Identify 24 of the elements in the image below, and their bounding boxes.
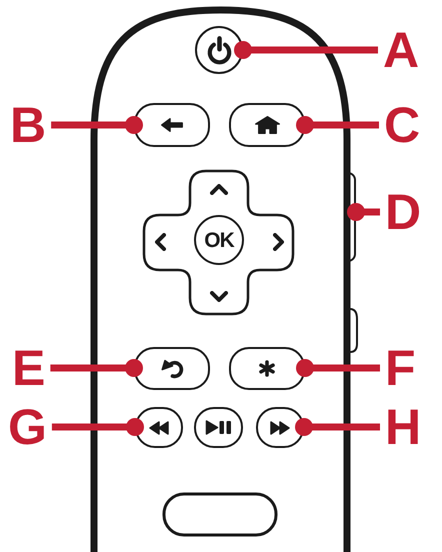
- callout-letter: F: [385, 350, 416, 386]
- leader-line: [296, 359, 380, 377]
- back-button: [134, 103, 210, 147]
- callout-letter: B: [10, 107, 46, 143]
- leader-line: [51, 116, 143, 134]
- leader-line: [234, 41, 378, 59]
- callout-letter: C: [384, 107, 420, 143]
- rewind-button: [135, 407, 183, 448]
- star-button: [229, 347, 305, 390]
- callout-letter: G: [8, 409, 47, 445]
- leader-line: [52, 418, 144, 436]
- leader-line: [50, 359, 143, 377]
- replay-button: [134, 347, 210, 390]
- play-pause-button: [194, 407, 243, 448]
- home-button: [229, 103, 305, 147]
- power-button: [195, 26, 243, 74]
- fast-forward-button: [256, 407, 304, 448]
- callout-letter: H: [385, 409, 422, 445]
- leader-line: [295, 418, 380, 436]
- callout-letter: E: [12, 350, 46, 386]
- callout-letter: A: [383, 32, 420, 68]
- ok-button: OK: [194, 215, 244, 265]
- leader-line: [347, 203, 380, 221]
- callout-letter: D: [385, 194, 422, 230]
